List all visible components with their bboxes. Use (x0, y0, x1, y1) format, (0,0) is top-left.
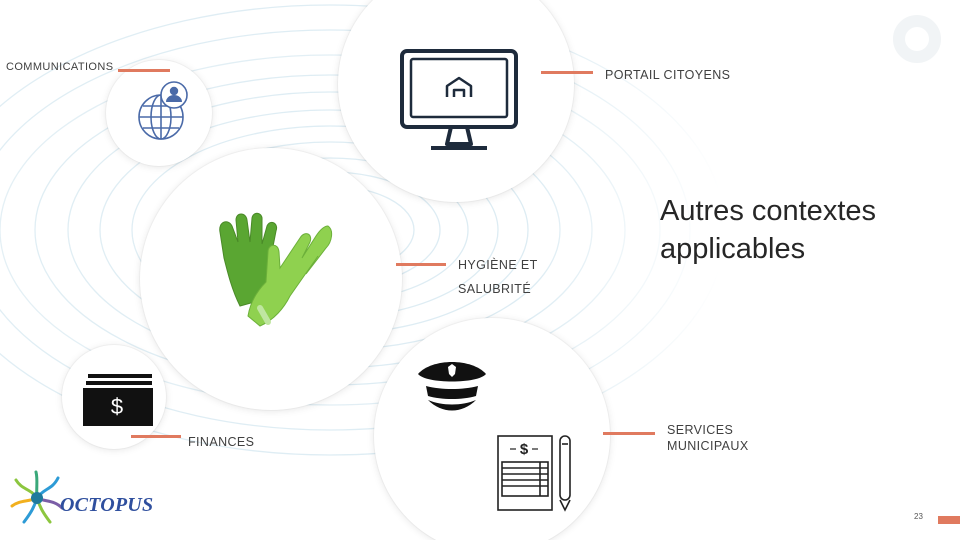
invoice-pen-icon: $ (496, 434, 576, 512)
finances-label: FINANCES (188, 430, 254, 454)
communications-label: COMMUNICATIONS (6, 55, 113, 79)
octopus-logo-icon (8, 470, 66, 526)
finances-connector (131, 435, 181, 438)
page-accent-bar (938, 516, 960, 524)
services-connector (603, 432, 655, 435)
svg-text:$: $ (520, 441, 529, 458)
police-cap-icon (414, 356, 490, 414)
decorative-ring (893, 15, 941, 63)
services-label: SERVICES MUNICIPAUX (667, 422, 767, 454)
slide-headline: Autres contextes applicables (660, 192, 950, 268)
octopus-logo-text: OCTOPUS (60, 494, 153, 517)
globe-user-icon (136, 80, 214, 142)
hygiene-label: HYGIÈNE ET SALUBRITÉ (458, 253, 553, 301)
gloves-icon (210, 212, 342, 332)
cash-icon: $ (80, 374, 154, 426)
communications-connector (118, 69, 170, 72)
hygiene-connector (396, 263, 446, 266)
page-number: 23 (914, 512, 923, 521)
portail-connector (541, 71, 593, 74)
monitor-home-icon (399, 48, 519, 154)
portail-label: PORTAIL CITOYENS (605, 63, 730, 87)
svg-text:$: $ (111, 394, 123, 419)
